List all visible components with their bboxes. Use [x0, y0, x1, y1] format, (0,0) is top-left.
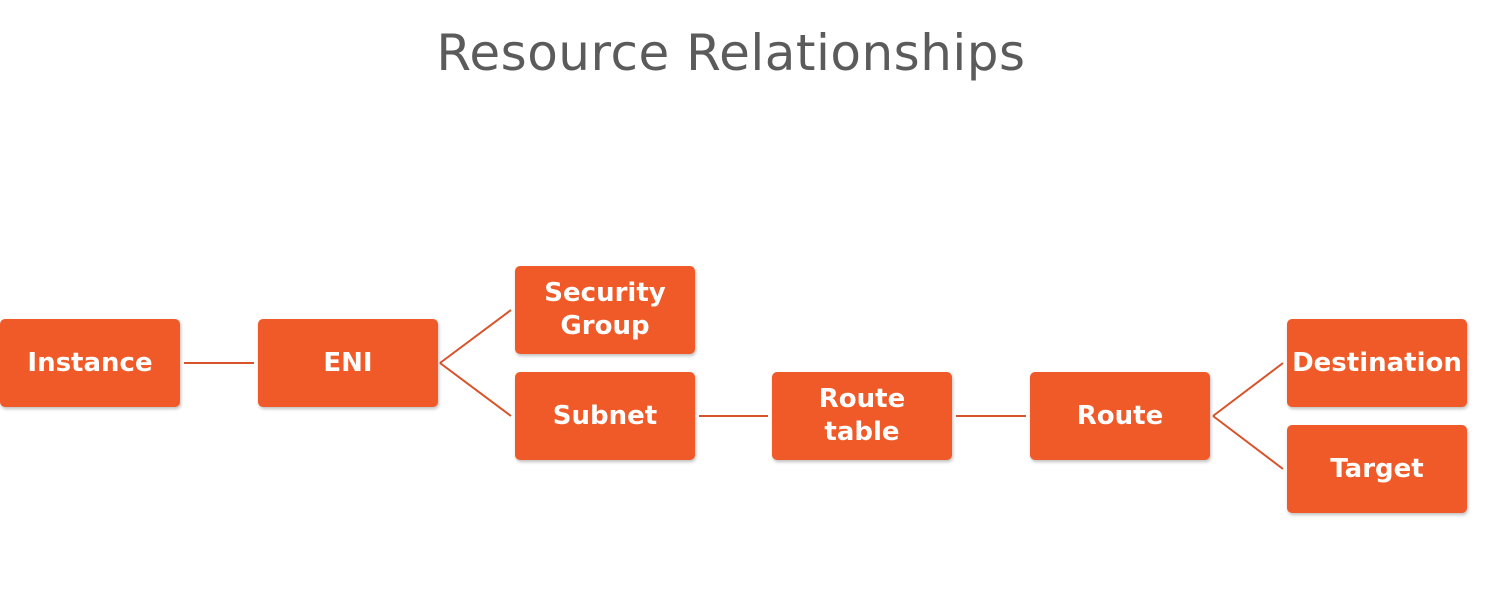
node-security-group-label-line1: Security [544, 278, 666, 308]
node-route: Route [1030, 372, 1210, 460]
page-title: Resource Relationships [436, 24, 1026, 82]
node-target: Target [1287, 425, 1467, 513]
node-target-label: Target [1330, 453, 1424, 484]
node-subnet: Subnet [515, 372, 695, 460]
node-instance-label: Instance [27, 347, 153, 378]
node-security-group: Security Group [515, 266, 695, 354]
node-route-table-label-line2: table [824, 417, 900, 447]
node-subnet-label: Subnet [552, 400, 658, 431]
node-eni: ENI [258, 319, 438, 407]
node-route-label: Route [1076, 400, 1164, 431]
node-destination: Destination [1287, 319, 1467, 407]
node-security-group-label-line2: Group [560, 311, 650, 341]
edge-route-destination [1212, 362, 1284, 417]
edge-eni-security-group [439, 309, 512, 364]
edge-route-target [1212, 415, 1284, 470]
node-instance: Instance [0, 319, 180, 407]
node-route-table: Route table [772, 372, 952, 460]
node-eni-label: ENI [323, 347, 373, 378]
edge-eni-subnet [439, 362, 512, 417]
node-destination-label: Destination [1292, 347, 1462, 378]
node-route-table-label-line1: Route [818, 384, 906, 414]
